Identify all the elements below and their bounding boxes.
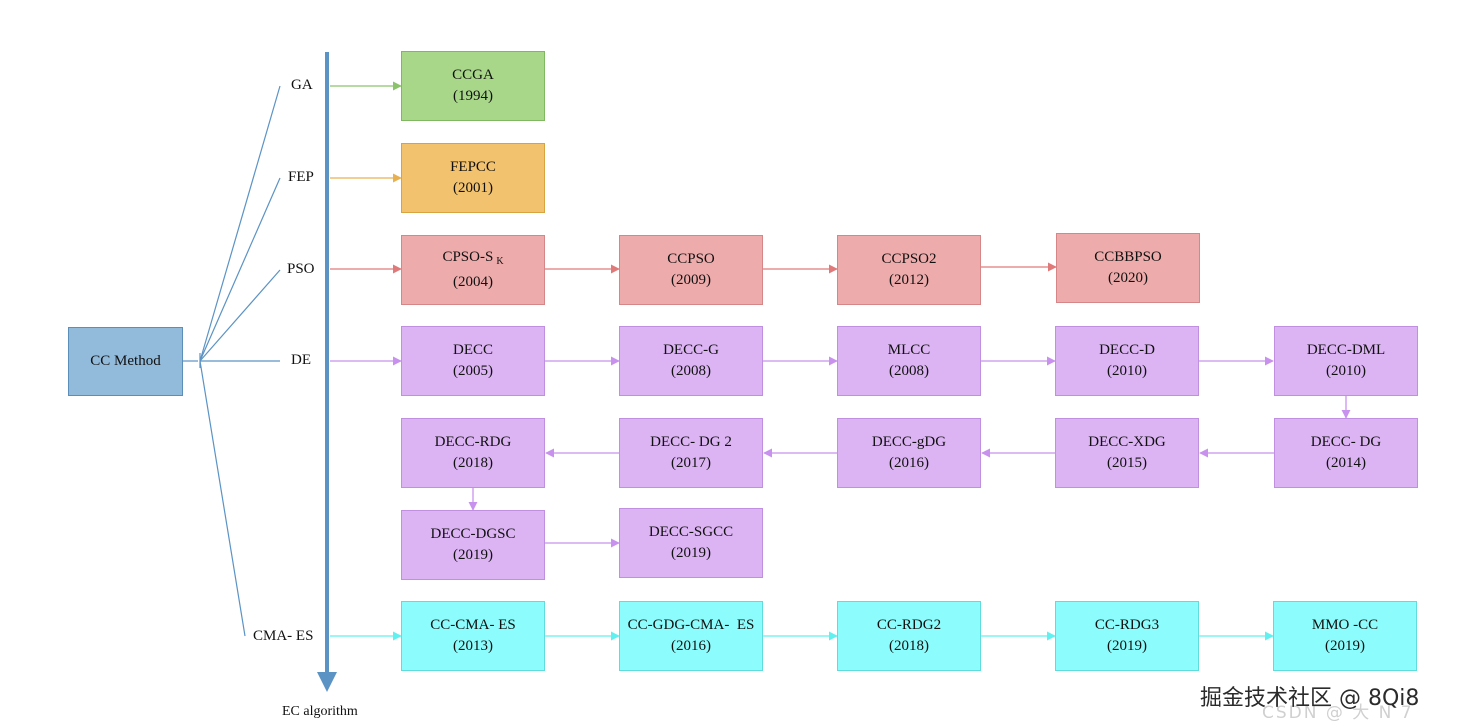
node-year: (2017) — [671, 455, 711, 471]
node-name: CC-GDG-CMA- ES — [627, 617, 755, 633]
node-name: DECC-gDG — [871, 434, 947, 450]
node-name: CCBBPSO — [1094, 249, 1162, 265]
branch-label-cma-es: CMA- ES — [253, 628, 314, 644]
node-name: DECC — [452, 342, 493, 358]
node-year: (2004) — [453, 274, 493, 290]
node-name: CPSO-S — [442, 249, 494, 265]
node-name: CCGA — [452, 67, 494, 83]
node-year: (2008) — [671, 363, 711, 379]
node-year: (2001) — [453, 180, 493, 196]
node-year: (2014) — [1326, 455, 1366, 471]
node-decc-dg: DECC- DG (2014) — [1274, 418, 1418, 488]
node-subscript: K — [496, 256, 504, 267]
node-year: (2016) — [889, 455, 929, 471]
node-name: DECC-D — [1099, 342, 1155, 358]
node-name: CC-RDG2 — [876, 617, 942, 633]
node-year: (2010) — [1107, 363, 1147, 379]
node-mlcc: MLCC (2008) — [837, 326, 981, 396]
pso-chain — [545, 262, 1057, 274]
node-decc-sgcc: DECC-SGCC (2019) — [619, 508, 763, 578]
node-decc-d: DECC-D (2010) — [1055, 326, 1199, 396]
node-name: DECC-RDG — [434, 434, 512, 450]
node-year: (2008) — [889, 363, 929, 379]
node-cc-rdg2: CC-RDG2 (2018) — [837, 601, 981, 671]
node-year: (2015) — [1107, 455, 1147, 471]
node-year: (2012) — [889, 272, 929, 288]
branch-arrows — [330, 81, 402, 641]
node-cc-rdg3: CC-RDG3 (2019) — [1055, 601, 1199, 671]
branch-label-de: DE — [291, 352, 311, 368]
node-decc-xdg: DECC-XDG (2015) — [1055, 418, 1199, 488]
node-year: (2013) — [453, 638, 493, 654]
node-ccpso: CCPSO (2009) — [619, 235, 763, 305]
node-year: (2020) — [1108, 270, 1148, 286]
node-year: (2016) — [671, 638, 711, 654]
node-year: (2010) — [1326, 363, 1366, 379]
node-name: MLCC — [887, 342, 931, 358]
node-decc-rdg: DECC-RDG (2018) — [401, 418, 545, 488]
node-name: DECC-XDG — [1088, 434, 1166, 450]
branch-label-pso: PSO — [287, 261, 315, 277]
node-name: CC-RDG3 — [1094, 617, 1160, 633]
node-name: CCPSO — [667, 251, 715, 267]
node-name: CC-CMA- ES — [430, 617, 516, 633]
node-name: DECC-G — [663, 342, 719, 358]
node-ccga: CCGA (1994) — [401, 51, 545, 121]
node-name: DECC- DG — [1310, 434, 1382, 450]
axis-label: EC algorithm — [282, 704, 358, 719]
root-node: CC Method — [68, 327, 183, 396]
node-mmo-cc: MMO -CC (2019) — [1273, 601, 1417, 671]
node-year: (1994) — [453, 88, 493, 104]
node-cc-gdg-cma-es: CC-GDG-CMA- ES (2016) — [619, 601, 763, 671]
node-name: CCPSO2 — [881, 251, 937, 267]
node-year: (2018) — [453, 455, 493, 471]
node-fepcc: FEPCC (2001) — [401, 143, 545, 213]
de-chain — [468, 356, 1351, 548]
node-year: (2018) — [889, 638, 929, 654]
node-cc-cma-es: CC-CMA- ES (2013) — [401, 601, 545, 671]
node-decc-dml: DECC-DML (2010) — [1274, 326, 1418, 396]
node-ccbbpso: CCBBPSO (2020) — [1056, 233, 1200, 303]
branch-label-ga: GA — [291, 77, 313, 93]
node-name: DECC- DG 2 — [650, 434, 732, 450]
node-decc: DECC (2005) — [401, 326, 545, 396]
node-year: (2019) — [453, 547, 493, 563]
node-ccpso2: CCPSO2 (2012) — [837, 235, 981, 305]
node-name: DECC-SGCC — [648, 524, 734, 540]
node-name: DECC-DML — [1306, 342, 1386, 358]
watermark-ghost: CSDN @ 大 N 7 — [1262, 703, 1414, 723]
node-year: (2005) — [453, 363, 493, 379]
node-year: (2009) — [671, 272, 711, 288]
node-year: (2019) — [1107, 638, 1147, 654]
node-name: FEPCC — [450, 159, 496, 175]
watermark: 掘金技术社区 @ 8Qi8 — [1200, 686, 1420, 711]
node-decc-gdg: DECC-gDG (2016) — [837, 418, 981, 488]
node-name: DECC-DGSC — [430, 526, 516, 542]
node-decc-dgsc: DECC-DGSC (2019) — [401, 510, 545, 580]
node-year: (2019) — [1325, 638, 1365, 654]
node-name: MMO -CC — [1311, 617, 1379, 633]
node-decc-dg2: DECC- DG 2 (2017) — [619, 418, 763, 488]
branch-label-fep: FEP — [288, 169, 314, 185]
node-year: (2019) — [671, 545, 711, 561]
tree-lines — [183, 85, 281, 637]
root-label: CC Method — [90, 353, 161, 369]
node-decc-g: DECC-G (2008) — [619, 326, 763, 396]
